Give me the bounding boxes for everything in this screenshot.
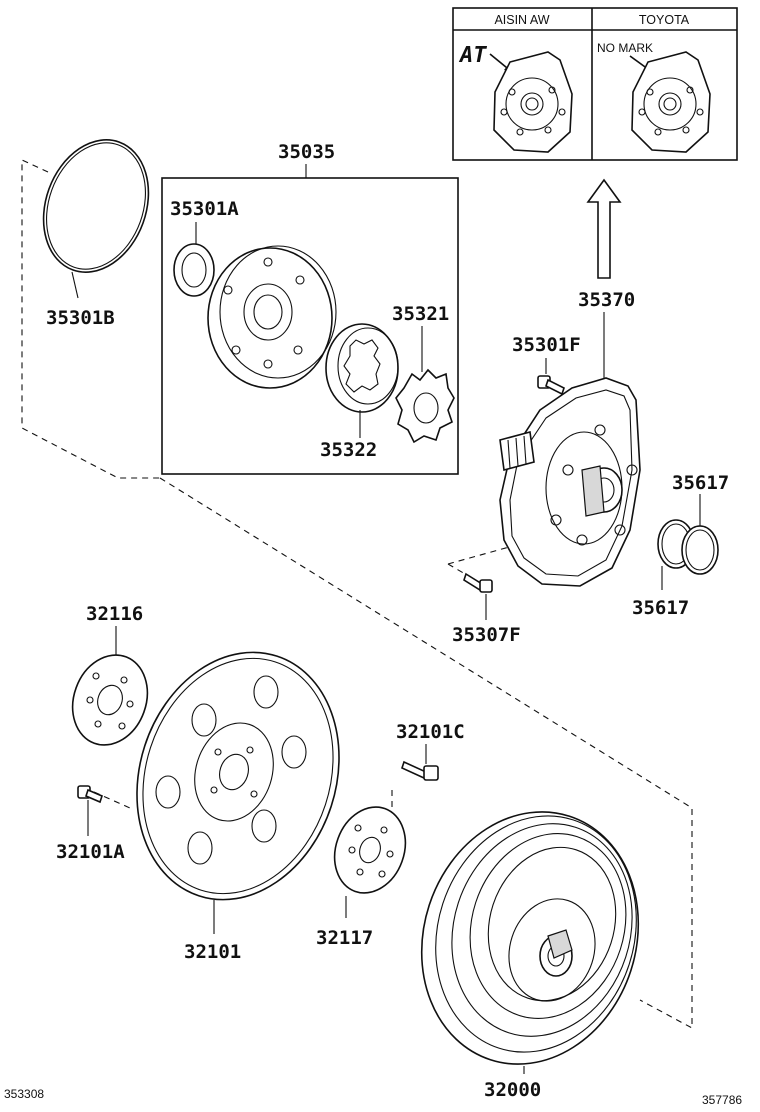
part-35301f-label: 35301F [512, 334, 581, 356]
footer-right-code: 357786 [702, 1093, 742, 1107]
drive-plate-32101 [136, 651, 340, 934]
part-35301a-label: 35301A [170, 198, 239, 220]
part-32116-label: 32116 [86, 603, 143, 625]
part-35322-label: 35322 [320, 439, 377, 461]
seal-rings-35617 [657, 494, 719, 590]
part-35370-label: 35370 [578, 289, 635, 311]
o-ring-35301b [42, 139, 150, 299]
part-32000-label: 32000 [484, 1079, 541, 1101]
spacer-32117 [333, 806, 407, 918]
aisin-aw-header: AISIN AW [494, 13, 549, 27]
variant-box: AISIN AW TOYOTA AT NO MARK [452, 7, 738, 161]
oil-seal-35301a [173, 222, 215, 297]
kit-box-35035 [161, 164, 459, 475]
part-35301b-label: 35301B [46, 307, 115, 329]
oil-pump-35370 [499, 377, 641, 587]
bolt-32101a [77, 785, 103, 836]
torque-converter-32000 [420, 811, 640, 1074]
no-mark-label: NO MARK [597, 41, 653, 55]
spacer-32116 [71, 654, 149, 746]
toyota-header: TOYOTA [639, 13, 690, 27]
part-32117-label: 32117 [316, 927, 373, 949]
toyota-pump-illustration [631, 51, 711, 153]
part-35321-label: 35321 [392, 303, 449, 325]
part-32101-label: 32101 [184, 941, 241, 963]
part-32101c-label: 32101C [396, 721, 465, 743]
part-32101a-label: 32101A [56, 841, 125, 863]
part-35617-lower-label: 35617 [632, 597, 689, 619]
pump-body-illustration [207, 245, 337, 389]
up-arrow-icon [586, 178, 622, 279]
part-35307f-label: 35307F [452, 624, 521, 646]
bolt-35301f [537, 375, 565, 396]
at-mark-logo: AT [458, 43, 487, 68]
aisin-pump-illustration [493, 51, 573, 153]
bolt-35307f [463, 572, 493, 620]
drive-gear-35321 [395, 326, 455, 444]
part-35617-upper-label: 35617 [672, 472, 729, 494]
bolt-32101c [401, 760, 439, 781]
part-35035-label: 35035 [278, 141, 335, 163]
footer-left-code: 353308 [4, 1087, 44, 1101]
driven-gear-35322 [325, 323, 399, 438]
